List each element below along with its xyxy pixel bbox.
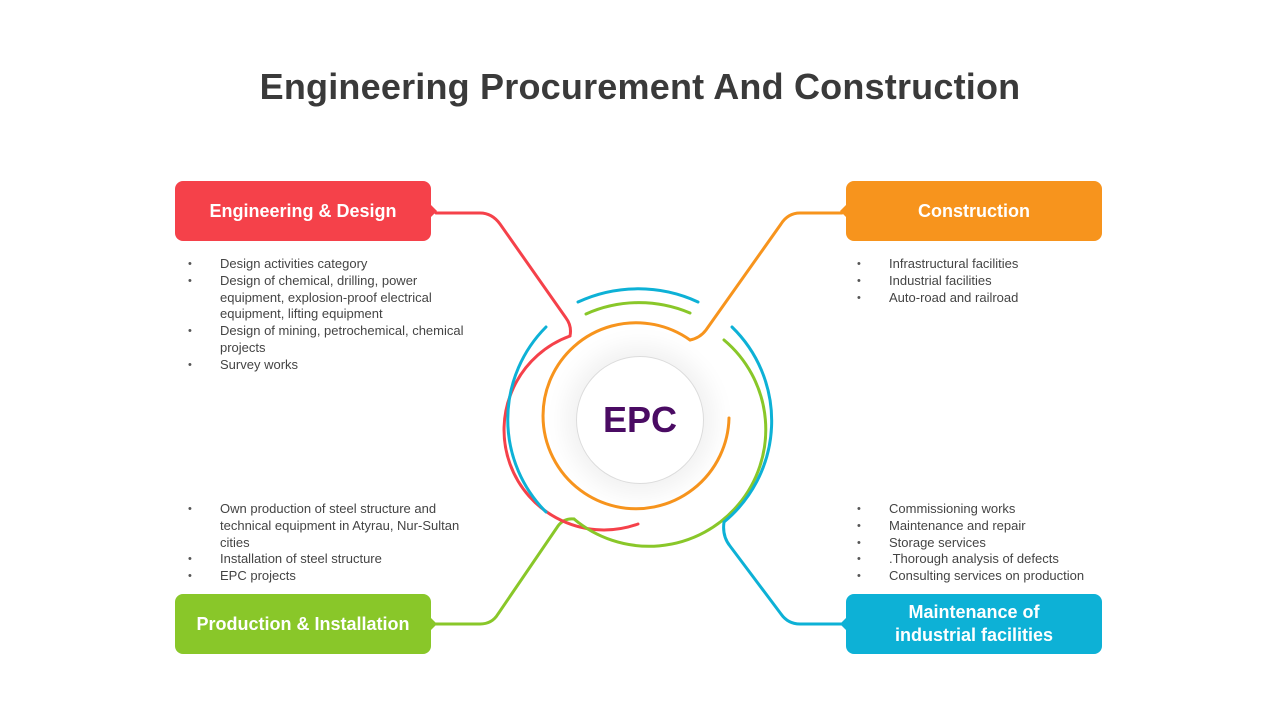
production-installation-box: Production & Installation — [175, 594, 437, 654]
list-item: Design of chemical, drilling, power equi… — [175, 273, 465, 323]
box-notch — [840, 205, 846, 217]
production-list: Own production of steel structure and te… — [175, 501, 465, 585]
list-item: Survey works — [175, 357, 465, 374]
list-item: Infrastructural facilities — [844, 256, 1134, 273]
construction-list: Infrastructural facilities Industrial fa… — [844, 256, 1134, 306]
maintenance-label-line2: industrial facilities — [894, 625, 1054, 645]
list-item: EPC projects — [175, 568, 465, 585]
production-installation-label: Production & Installation — [196, 613, 410, 634]
list-item: Industrial facilities — [844, 273, 1134, 290]
list-item: Installation of steel structure — [175, 551, 465, 568]
engineering-design-box: Engineering & Design — [175, 181, 437, 241]
arc-green-top — [584, 301, 692, 316]
arc-green-outer — [572, 338, 768, 548]
maintenance-list: Commissioning works Maintenance and repa… — [844, 501, 1134, 585]
list-item: Maintenance and repair — [844, 518, 1134, 535]
box-notch — [431, 618, 437, 630]
maintenance-label-line1: Maintenance of — [908, 602, 1040, 622]
list-item: Own production of steel structure and te… — [175, 501, 465, 551]
construction-box: Construction — [840, 181, 1102, 241]
list-item: Consulting services on production — [844, 568, 1134, 585]
box-notch — [431, 205, 437, 217]
maintenance-label: Maintenance of industrial facilities — [895, 601, 1053, 647]
box-notch — [840, 618, 846, 630]
list-item: .Thorough analysis of defects — [844, 551, 1134, 568]
connector-construction — [688, 211, 844, 342]
list-item: Auto-road and railroad — [844, 290, 1134, 307]
connector-engineering — [434, 211, 572, 338]
arc-blue-left — [506, 325, 548, 514]
engineering-list: Design activities category Design of che… — [175, 256, 465, 374]
page-title: Engineering Procurement And Construction — [259, 66, 1021, 107]
list-item: Storage services — [844, 535, 1134, 552]
arc-blue-top — [576, 287, 700, 304]
engineering-design-label: Engineering & Design — [209, 200, 397, 221]
list-item: Commissioning works — [844, 501, 1134, 518]
maintenance-box: Maintenance of industrial facilities — [840, 594, 1102, 654]
epc-center-circle: EPC — [576, 356, 704, 484]
arc-red — [502, 334, 640, 532]
list-item: Design activities category — [175, 256, 465, 273]
arc-blue-right — [722, 325, 774, 524]
connector-production — [434, 517, 576, 626]
connector-maintenance — [722, 520, 844, 626]
arc-orange — [541, 321, 731, 511]
list-item: Design of mining, petrochemical, chemica… — [175, 323, 465, 357]
construction-label: Construction — [918, 200, 1030, 221]
